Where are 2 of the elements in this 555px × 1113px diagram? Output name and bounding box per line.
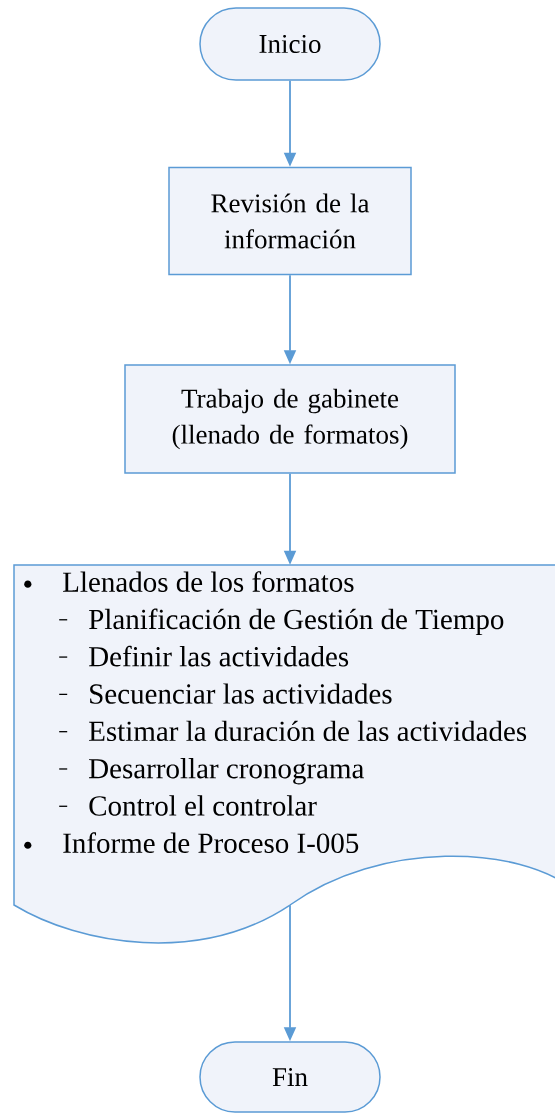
process-box: Revisión de la información (168, 166, 412, 276)
process-box: Trabajo de gabinete (llenado de formatos) (124, 364, 456, 474)
